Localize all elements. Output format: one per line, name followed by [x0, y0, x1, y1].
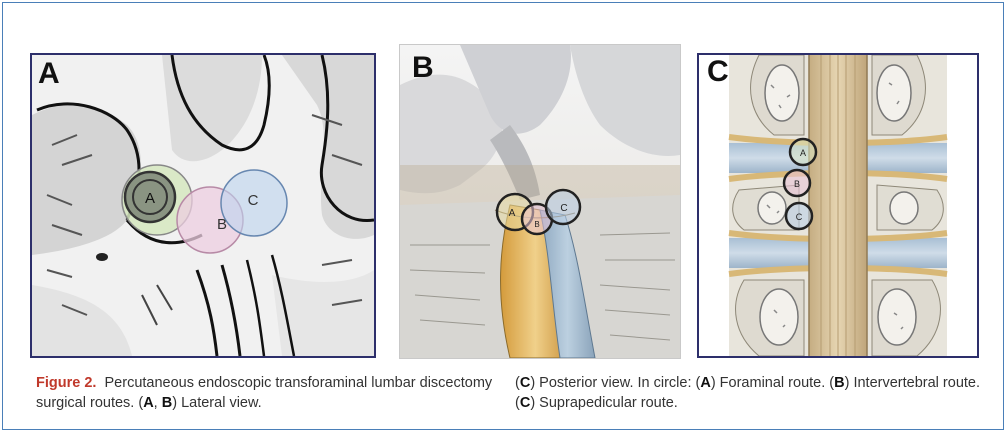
panel-c-circle-a-label: A [800, 148, 806, 158]
panel-b-circle-c-label: C [560, 203, 567, 214]
panel-b-lateral-illustration: A B C B [400, 45, 680, 358]
panel-b-circle-b-label: B [534, 220, 539, 229]
panel-b-illustration: A B C [400, 45, 680, 358]
panel-a-illustration: A B C [32, 55, 374, 356]
panel-b-label: B [412, 53, 434, 83]
caption-ref-c: C [520, 375, 530, 391]
caption-ref-b: B [162, 395, 172, 411]
caption-route-a-ref: A [700, 375, 710, 391]
panel-a-lateral-schematic: A B C A [30, 53, 376, 358]
caption-route-b-ref: B [834, 375, 844, 391]
caption-sep: , [154, 395, 162, 411]
panel-c-posterior-illustration: A B C C [697, 53, 979, 358]
panel-c-label: C [707, 57, 729, 87]
figure-caption-right: (C) Posterior view. In circle: (A) Foram… [515, 373, 995, 413]
caption-lateral-view: ) Lateral view. [172, 395, 261, 411]
caption-route-c-ref: C [520, 395, 530, 411]
panel-a-circle-c-label: C [248, 192, 259, 209]
panel-b-circle-a-label: A [509, 208, 516, 219]
panel-a-circle-b-label: B [217, 216, 227, 233]
panel-c-circle-b-label: B [794, 179, 800, 189]
caption-text: Percutaneous endoscopic transforaminal l… [36, 375, 492, 411]
panel-a-label: A [38, 59, 60, 89]
caption-suprapedicular-route: ) Suprapedicular route. [530, 395, 678, 411]
figure-label: Figure 2. [36, 375, 96, 391]
caption-foraminal-route: ) Foraminal route. ( [711, 375, 834, 391]
caption-ref-a: A [143, 395, 153, 411]
figure-caption-left: Figure 2. Percutaneous endoscopic transf… [36, 373, 496, 413]
panel-c-illustration: A B C [699, 55, 977, 356]
caption-posterior-view: ) Posterior view. In circle: ( [530, 375, 700, 391]
panel-c-circle-c-label: C [796, 212, 803, 222]
panel-a-circle-a-label: A [145, 190, 155, 207]
